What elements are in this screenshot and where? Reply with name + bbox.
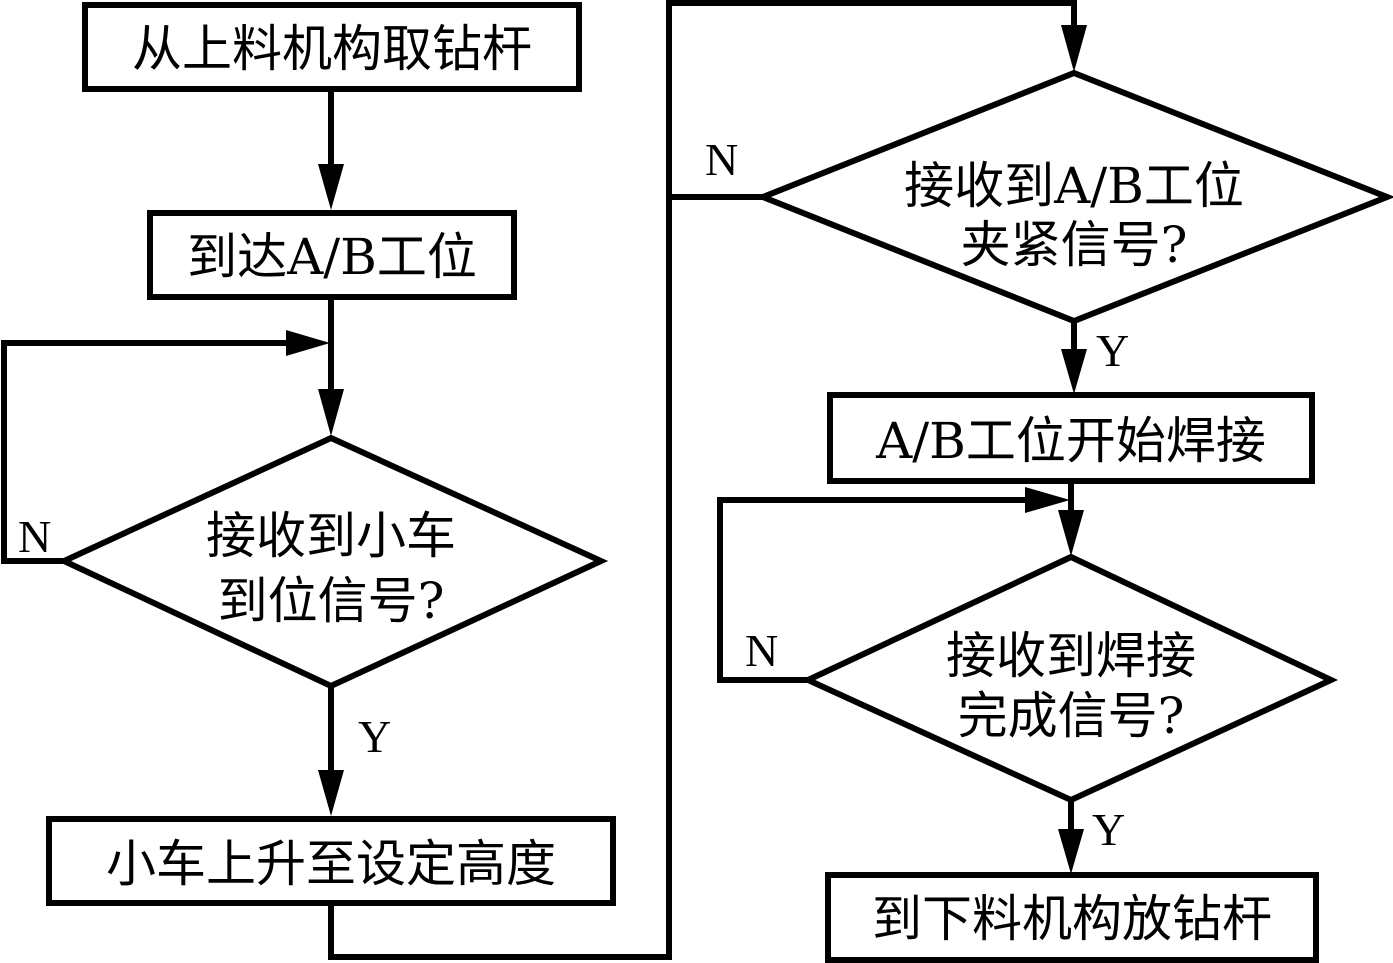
process-put-rod-label: 到下料机构放钻杆 (872, 890, 1272, 948)
process-arrive-ab-label: 到达A/B工位 (187, 228, 477, 286)
decision-cart-signal-line-1: 接收到小车 (206, 507, 456, 565)
arrow-head-icon (1061, 25, 1087, 72)
connector-done-decision-yes (1058, 797, 1084, 874)
process-start-weld: A/B工位开始焊接 (827, 392, 1315, 484)
cart-decision-yes-label: Y (358, 711, 391, 762)
decision-clamp-signal-line-1: 接收到A/B工位 (904, 157, 1244, 215)
decision-weld-done-signal-line-1: 接收到焊接 (946, 627, 1196, 685)
done-decision-yes-label: Y (1092, 804, 1125, 855)
connector-arrive-to-cart-decision (318, 295, 344, 436)
arrow-head-icon (286, 330, 330, 356)
connector-clamp-decision-yes (1061, 319, 1087, 394)
arrow-head-icon (318, 389, 344, 436)
arrow-head-icon (318, 770, 344, 816)
process-cart-raise: 小车上升至设定高度 (46, 816, 616, 906)
clamp-decision-no-label: N (705, 134, 738, 185)
connector-cart-decision-yes (318, 684, 344, 816)
connector-raise-to-clamp-decision (328, 0, 1087, 960)
arrow-head-icon (1025, 487, 1070, 513)
decision-weld-done-signal-line-2: 完成信号? (958, 687, 1185, 745)
arrow-head-icon (1061, 349, 1087, 394)
cart-decision-no-label: N (18, 511, 51, 562)
connector-done-decision-no-loop (717, 487, 1070, 683)
process-put-rod: 到下料机构放钻杆 (825, 872, 1319, 963)
clamp-decision-yes-label: Y (1096, 325, 1129, 376)
decision-cart-signal-line-2: 到位信号? (218, 572, 445, 630)
process-take-rod: 从上料机构取钻杆 (82, 2, 582, 92)
arrow-head-icon (1058, 829, 1084, 874)
process-arrive-ab: 到达A/B工位 (147, 210, 517, 300)
decision-weld-done-signal: 接收到焊接 完成信号? (800, 553, 1339, 804)
connector-cart-decision-no-loop (1, 330, 330, 564)
connector-weld-to-done-decision (1058, 479, 1084, 556)
process-start-weld-label: A/B工位开始焊接 (875, 412, 1266, 470)
decision-clamp-signal: 接收到A/B工位 夹紧信号? (754, 69, 1393, 325)
connector-take-to-arrive (318, 87, 344, 210)
process-cart-raise-label: 小车上升至设定高度 (106, 835, 556, 893)
arrow-head-icon (1058, 510, 1084, 556)
process-take-rod-label: 从上料机构取钻杆 (132, 20, 532, 78)
arrow-head-icon (318, 164, 344, 210)
decision-cart-signal: 接收到小车 到位信号? (56, 434, 609, 690)
decision-clamp-signal-line-2: 夹紧信号? (961, 216, 1188, 274)
done-decision-no-label: N (745, 625, 778, 676)
